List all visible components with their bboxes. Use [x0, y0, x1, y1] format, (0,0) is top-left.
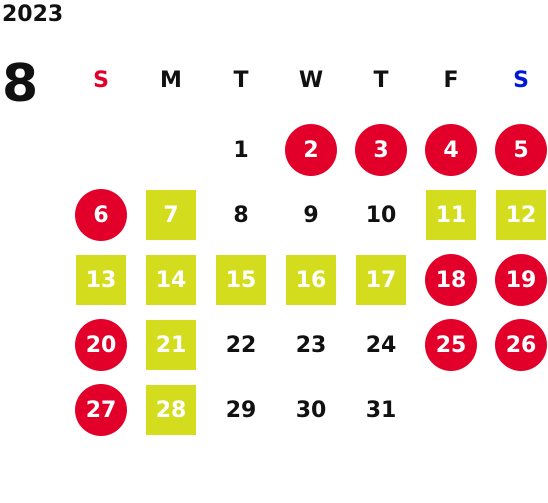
calendar-day-23: 23 — [295, 332, 327, 358]
calendar-day-1: 1 — [233, 137, 249, 163]
calendar-day-20: 20 — [75, 319, 127, 371]
calendar-day-24: 24 — [365, 332, 397, 358]
weekday-sunday: S — [93, 68, 109, 93]
calendar-day-30: 30 — [295, 397, 327, 423]
calendar-day-2: 2 — [285, 124, 337, 176]
calendar-day-9: 9 — [303, 202, 319, 228]
calendar-day-16: 16 — [286, 255, 336, 305]
weekday-thursday: T — [373, 68, 389, 93]
calendar-day-4: 4 — [425, 124, 477, 176]
calendar-day-29: 29 — [225, 397, 257, 423]
weekday-header: S M T W T F S — [0, 66, 548, 96]
calendar-day-22: 22 — [225, 332, 257, 358]
calendar-day-13: 13 — [76, 255, 126, 305]
calendar-day-28: 28 — [146, 385, 196, 435]
calendar-day-15: 15 — [216, 255, 266, 305]
weekday-wednesday: W — [298, 68, 324, 93]
weekday-friday: F — [443, 68, 459, 93]
calendar-day-27: 27 — [75, 384, 127, 436]
weekday-monday: M — [160, 68, 182, 93]
calendar-day-17: 17 — [356, 255, 406, 305]
calendar-day-6: 6 — [75, 189, 127, 241]
weekday-tuesday: T — [233, 68, 249, 93]
calendar-day-25: 25 — [425, 319, 477, 371]
calendar-month: 8 — [2, 54, 39, 114]
calendar-day-11: 11 — [426, 190, 476, 240]
calendar-day-3: 3 — [355, 124, 407, 176]
calendar-day-18: 18 — [425, 254, 477, 306]
calendar-day-31: 31 — [365, 397, 397, 423]
calendar-day-19: 19 — [495, 254, 547, 306]
calendar-day-7: 7 — [146, 190, 196, 240]
calendar-day-10: 10 — [365, 202, 397, 228]
calendar-day-8: 8 — [233, 202, 249, 228]
weekday-saturday: S — [513, 68, 529, 93]
calendar-day-21: 21 — [146, 320, 196, 370]
calendar-day-5: 5 — [495, 124, 547, 176]
calendar-year: 2023 — [2, 2, 64, 27]
calendar-day-26: 26 — [495, 319, 547, 371]
calendar-day-14: 14 — [146, 255, 196, 305]
calendar-day-12: 12 — [496, 190, 546, 240]
